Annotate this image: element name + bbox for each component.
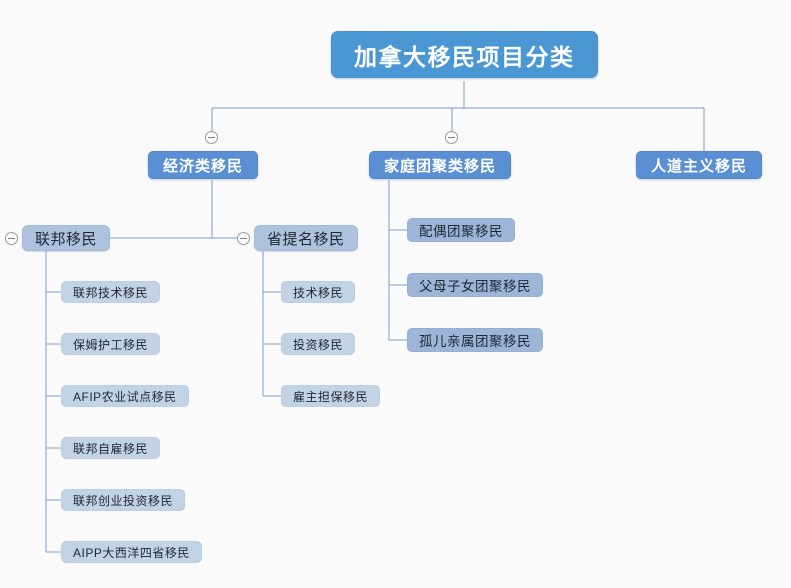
leaf-node-provincial-2[interactable]: 投资移民 (281, 333, 356, 355)
collapse-toggle-economic[interactable] (205, 131, 218, 144)
leaf-node-federal-5[interactable]: 联邦创业投资移民 (61, 489, 186, 511)
leaf-node-family-3[interactable]: 孤儿亲属团聚移民 (407, 328, 543, 352)
branch-node-provincial[interactable]: 省提名移民 (254, 225, 358, 251)
branch-node-federal[interactable]: 联邦移民 (22, 225, 111, 251)
leaf-node-federal-2[interactable]: 保姆护工移民 (61, 333, 161, 355)
branch-node-economic[interactable]: 经济类移民 (148, 151, 259, 179)
leaf-node-federal-1[interactable]: 联邦技术移民 (61, 281, 161, 303)
branch-node-humanitarian[interactable]: 人道主义移民 (636, 151, 763, 179)
root-node[interactable]: 加拿大移民项目分类 (331, 31, 598, 78)
leaf-node-federal-4[interactable]: 联邦自雇移民 (61, 437, 161, 459)
leaf-node-federal-3[interactable]: AFIP农业试点移民 (61, 385, 189, 407)
leaf-node-provincial-3[interactable]: 雇主担保移民 (281, 385, 381, 407)
leaf-node-family-1[interactable]: 配偶团聚移民 (407, 218, 515, 242)
collapse-toggle-provincial[interactable] (237, 232, 250, 245)
branch-node-family[interactable]: 家庭团聚类移民 (369, 151, 512, 179)
leaf-node-provincial-1[interactable]: 技术移民 (281, 281, 356, 303)
leaf-node-federal-6[interactable]: AIPP大西洋四省移民 (61, 541, 202, 563)
leaf-node-family-2[interactable]: 父母子女团聚移民 (407, 273, 543, 297)
collapse-toggle-family[interactable] (445, 131, 458, 144)
collapse-toggle-federal[interactable] (5, 232, 18, 245)
